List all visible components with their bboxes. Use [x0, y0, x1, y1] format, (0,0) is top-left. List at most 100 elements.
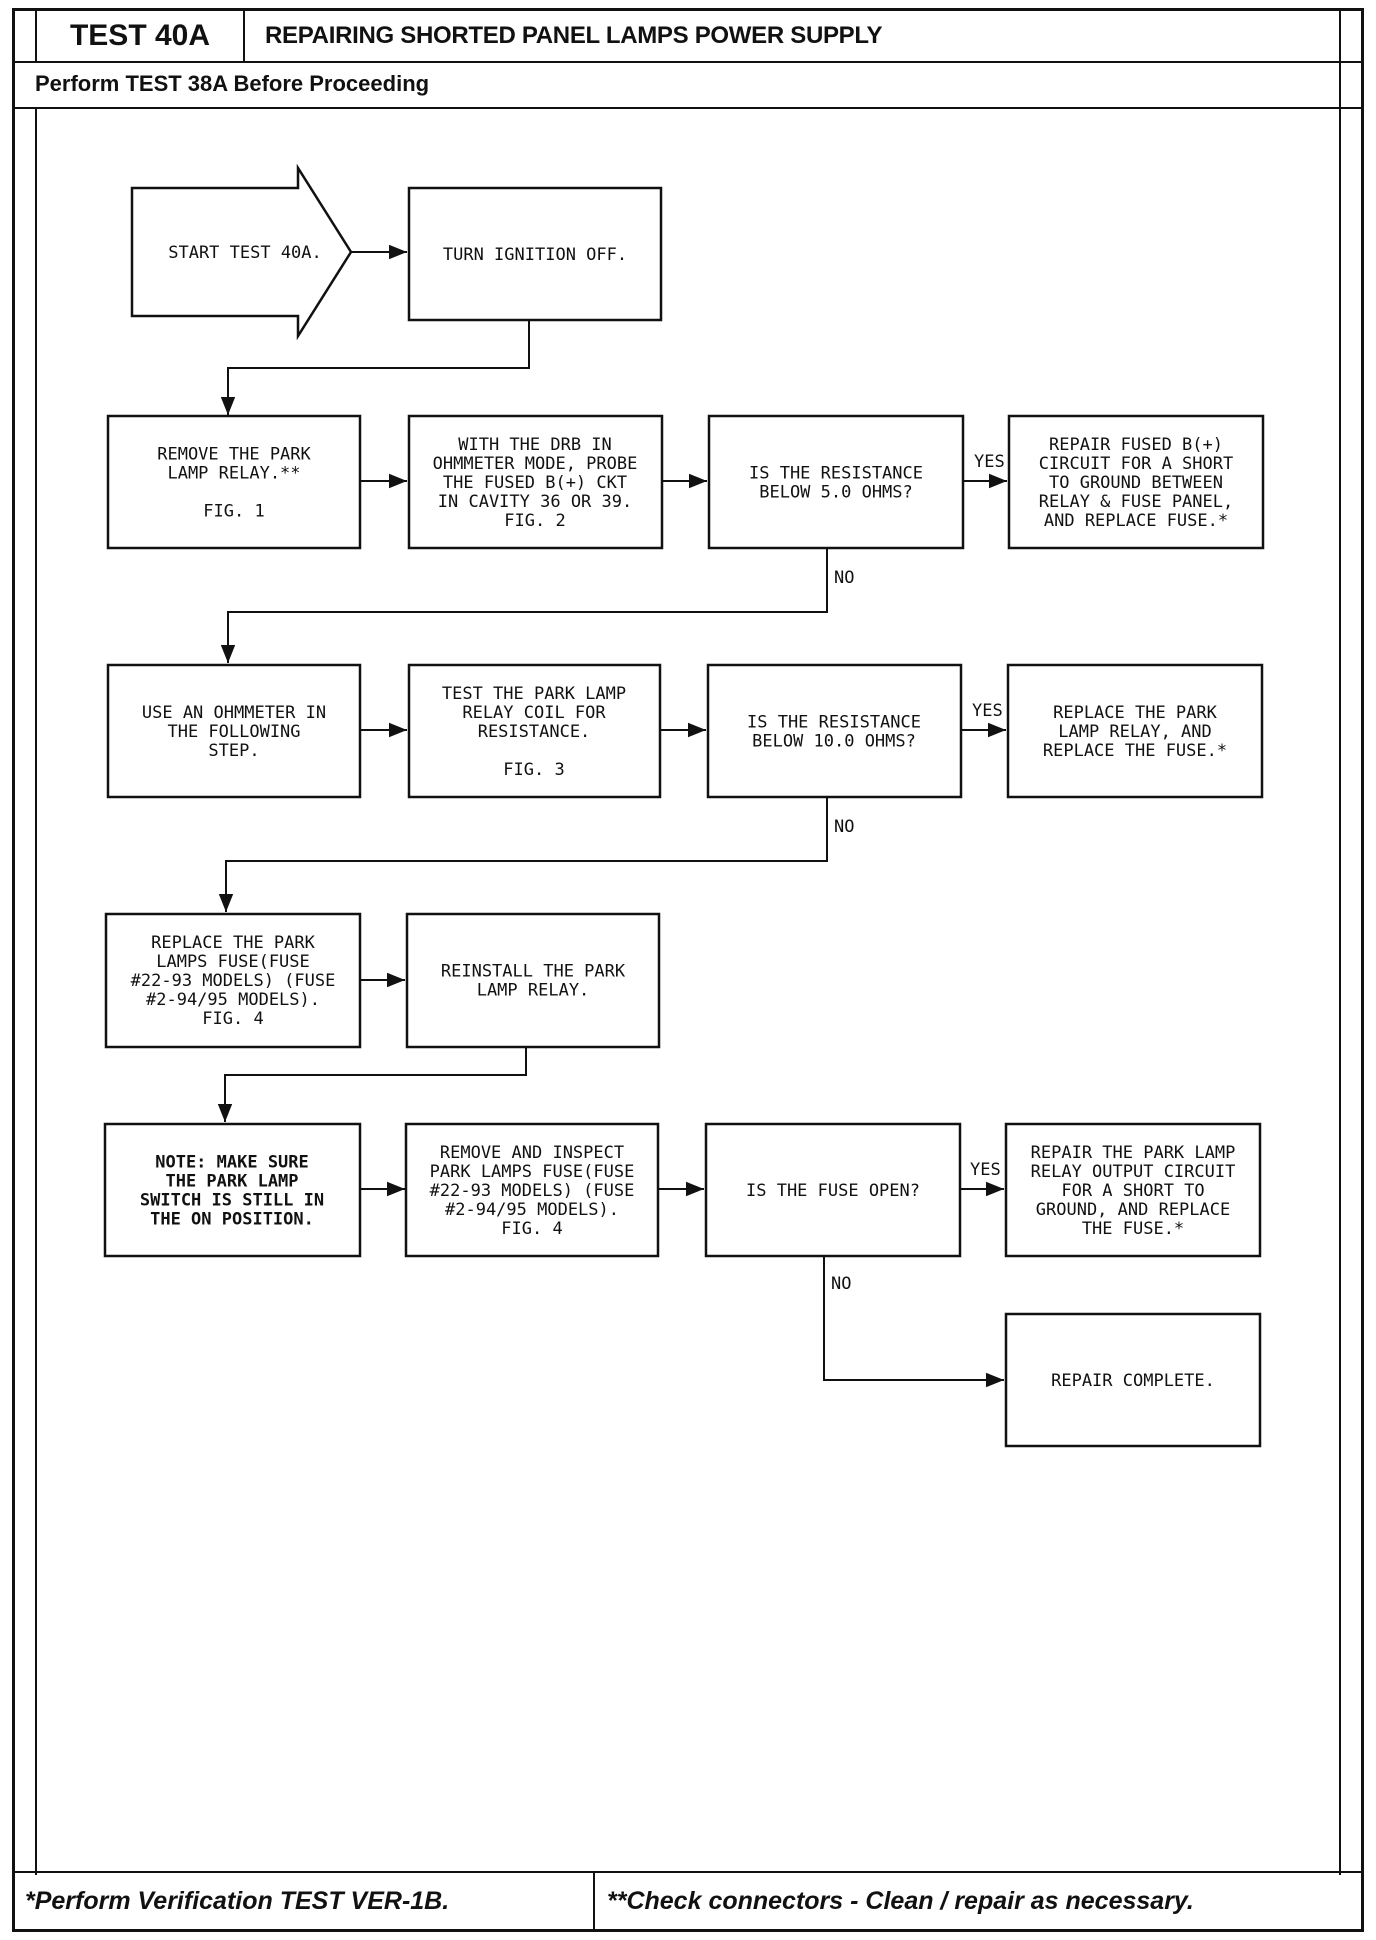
box-text-line: BELOW 5.0 OHMS?: [759, 483, 913, 503]
diagnostic-page: TEST 40A REPAIRING SHORTED PANEL LAMPS P…: [12, 8, 1364, 1932]
box-text-line: LAMP RELAY, AND: [1058, 722, 1212, 742]
box-text-line: #2-94/95 MODELS).: [146, 990, 320, 1010]
box-text-line: STEP.: [208, 741, 259, 761]
box-text-line: REPLACE THE PARK: [151, 933, 316, 953]
box-text-line: REPLACE THE PARK: [1053, 703, 1218, 723]
box-text-line: #22-93 MODELS) (FUSE: [131, 971, 336, 991]
box-text-line: BELOW 10.0 OHMS?: [752, 732, 916, 752]
left-margin-line: [35, 107, 37, 1875]
label-yes-1: YES: [974, 452, 1005, 472]
start-arrow-box: START TEST 40A.: [130, 163, 353, 341]
box-text: START TEST 40A.: [168, 243, 322, 263]
arrow-reinstall-to-note: [217, 1047, 527, 1122]
footer: *Perform Verification TEST VER-1B. **Che…: [15, 1871, 1361, 1929]
box-text-line: IS THE RESISTANCE: [749, 464, 923, 484]
box-text-line: RELAY OUTPUT CIRCUIT: [1031, 1162, 1236, 1182]
box-text-line: LAMPS FUSE(FUSE: [156, 952, 310, 972]
box-text-line: THE FUSE.*: [1082, 1219, 1184, 1239]
box-text-line: IS THE RESISTANCE: [747, 713, 921, 733]
label-no-1: NO: [834, 568, 854, 588]
box-text-line: GROUND, AND REPLACE: [1036, 1200, 1230, 1220]
box-text-line: REINSTALL THE PARK: [441, 962, 626, 982]
box-text-line: REMOVE THE PARK: [157, 445, 311, 465]
box-text-line: REPAIR THE PARK LAMP: [1031, 1143, 1236, 1163]
box-text-line: REPAIR FUSED B(+): [1049, 435, 1223, 455]
box-text-line: LAMP RELAY.**: [167, 464, 300, 484]
box-text-line: USE AN OHMMETER IN: [142, 703, 326, 723]
box-text-line: TURN IGNITION OFF.: [443, 245, 627, 265]
box-text-line: NOTE: MAKE SURE: [155, 1153, 309, 1173]
right-margin-line: [1339, 11, 1341, 1875]
box-text-line: SWITCH IS STILL IN: [140, 1191, 324, 1211]
box-ignition-off: TURN IGNITION OFF.: [407, 186, 663, 322]
box-text: REPAIR COMPLETE.: [1051, 1371, 1215, 1391]
arrow-qfuse-no: [823, 1256, 1004, 1388]
box-text-line: FIG. 1: [203, 502, 264, 522]
box-text-line: FIG. 4: [501, 1219, 562, 1239]
box-text-line: TO GROUND BETWEEN: [1049, 473, 1223, 493]
test-id: TEST 40A: [35, 11, 245, 61]
box-text-line: OHMMETER MODE, PROBE: [433, 454, 638, 474]
arrow-q10-no: [218, 797, 828, 912]
box-text-line: FIG. 3: [503, 760, 564, 780]
box-text-line: PARK LAMPS FUSE(FUSE: [430, 1162, 635, 1182]
box-text-line: RELAY COIL FOR: [462, 703, 606, 723]
box-text-line: THE ON POSITION.: [150, 1210, 314, 1230]
label-no-3: NO: [831, 1274, 851, 1294]
box-text: TURN IGNITION OFF.: [443, 245, 627, 265]
prerequisite-row: Perform TEST 38A Before Proceeding: [15, 61, 1361, 109]
box-text-line: FIG. 2: [504, 511, 565, 531]
box-text-line: FOR A SHORT TO: [1061, 1181, 1204, 1201]
prerequisite-text: Perform TEST 38A Before Proceeding: [35, 71, 430, 96]
arrow-q5-no: [220, 548, 828, 663]
box-text-line: REMOVE AND INSPECT: [440, 1143, 624, 1163]
label-yes-3: YES: [970, 1160, 1001, 1180]
box-text-line: THE FOLLOWING: [167, 722, 300, 742]
box-text-line: TEST THE PARK LAMP: [442, 684, 626, 704]
box-text-line: THE FUSED B(+) CKT: [443, 473, 627, 493]
connectors: [217, 244, 1007, 1388]
box-text-line: START TEST 40A.: [168, 243, 322, 263]
box-text: IS THE FUSE OPEN?: [746, 1181, 920, 1201]
box-text-line: AND REPLACE FUSE.*: [1044, 511, 1228, 531]
box-text-line: THE PARK LAMP: [165, 1172, 298, 1192]
box-text-line: WITH THE DRB IN: [458, 435, 612, 455]
box-text-line: REPLACE THE FUSE.*: [1043, 741, 1227, 761]
box-text-line: LAMP RELAY.: [477, 981, 590, 1001]
box-text-line: REPAIR COMPLETE.: [1051, 1371, 1215, 1391]
box-text-line: CIRCUIT FOR A SHORT: [1039, 454, 1233, 474]
box-text-line: FIG. 4: [202, 1009, 263, 1029]
page-title: REPAIRING SHORTED PANEL LAMPS POWER SUPP…: [265, 22, 883, 49]
box-repair-complete: REPAIR COMPLETE.: [1004, 1312, 1262, 1448]
footnote-verification: *Perform Verification TEST VER-1B.: [15, 1873, 595, 1929]
branch-labels: YES NO YES NO YES NO: [831, 452, 1005, 1294]
box-text-line: IN CAVITY 36 OR 39.: [438, 492, 632, 512]
box-text-line: IS THE FUSE OPEN?: [746, 1181, 920, 1201]
header-row: TEST 40A REPAIRING SHORTED PANEL LAMPS P…: [15, 11, 1361, 63]
box-question-fuse-open: IS THE FUSE OPEN?: [704, 1122, 962, 1258]
